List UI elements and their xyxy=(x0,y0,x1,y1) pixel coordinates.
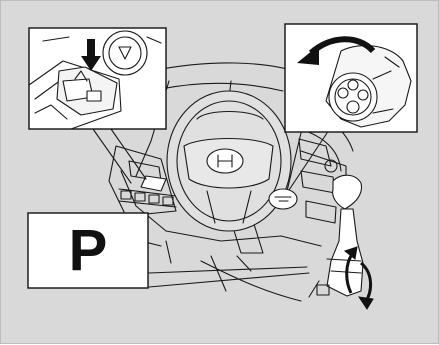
steering-wheel xyxy=(167,91,291,231)
door-panel xyxy=(109,146,176,216)
window-switch-inset xyxy=(29,28,166,129)
gear-shifter xyxy=(309,175,363,297)
ignition-area xyxy=(269,189,297,209)
gear-indicator-box xyxy=(28,213,148,288)
mirror-knob-inset xyxy=(285,24,417,132)
